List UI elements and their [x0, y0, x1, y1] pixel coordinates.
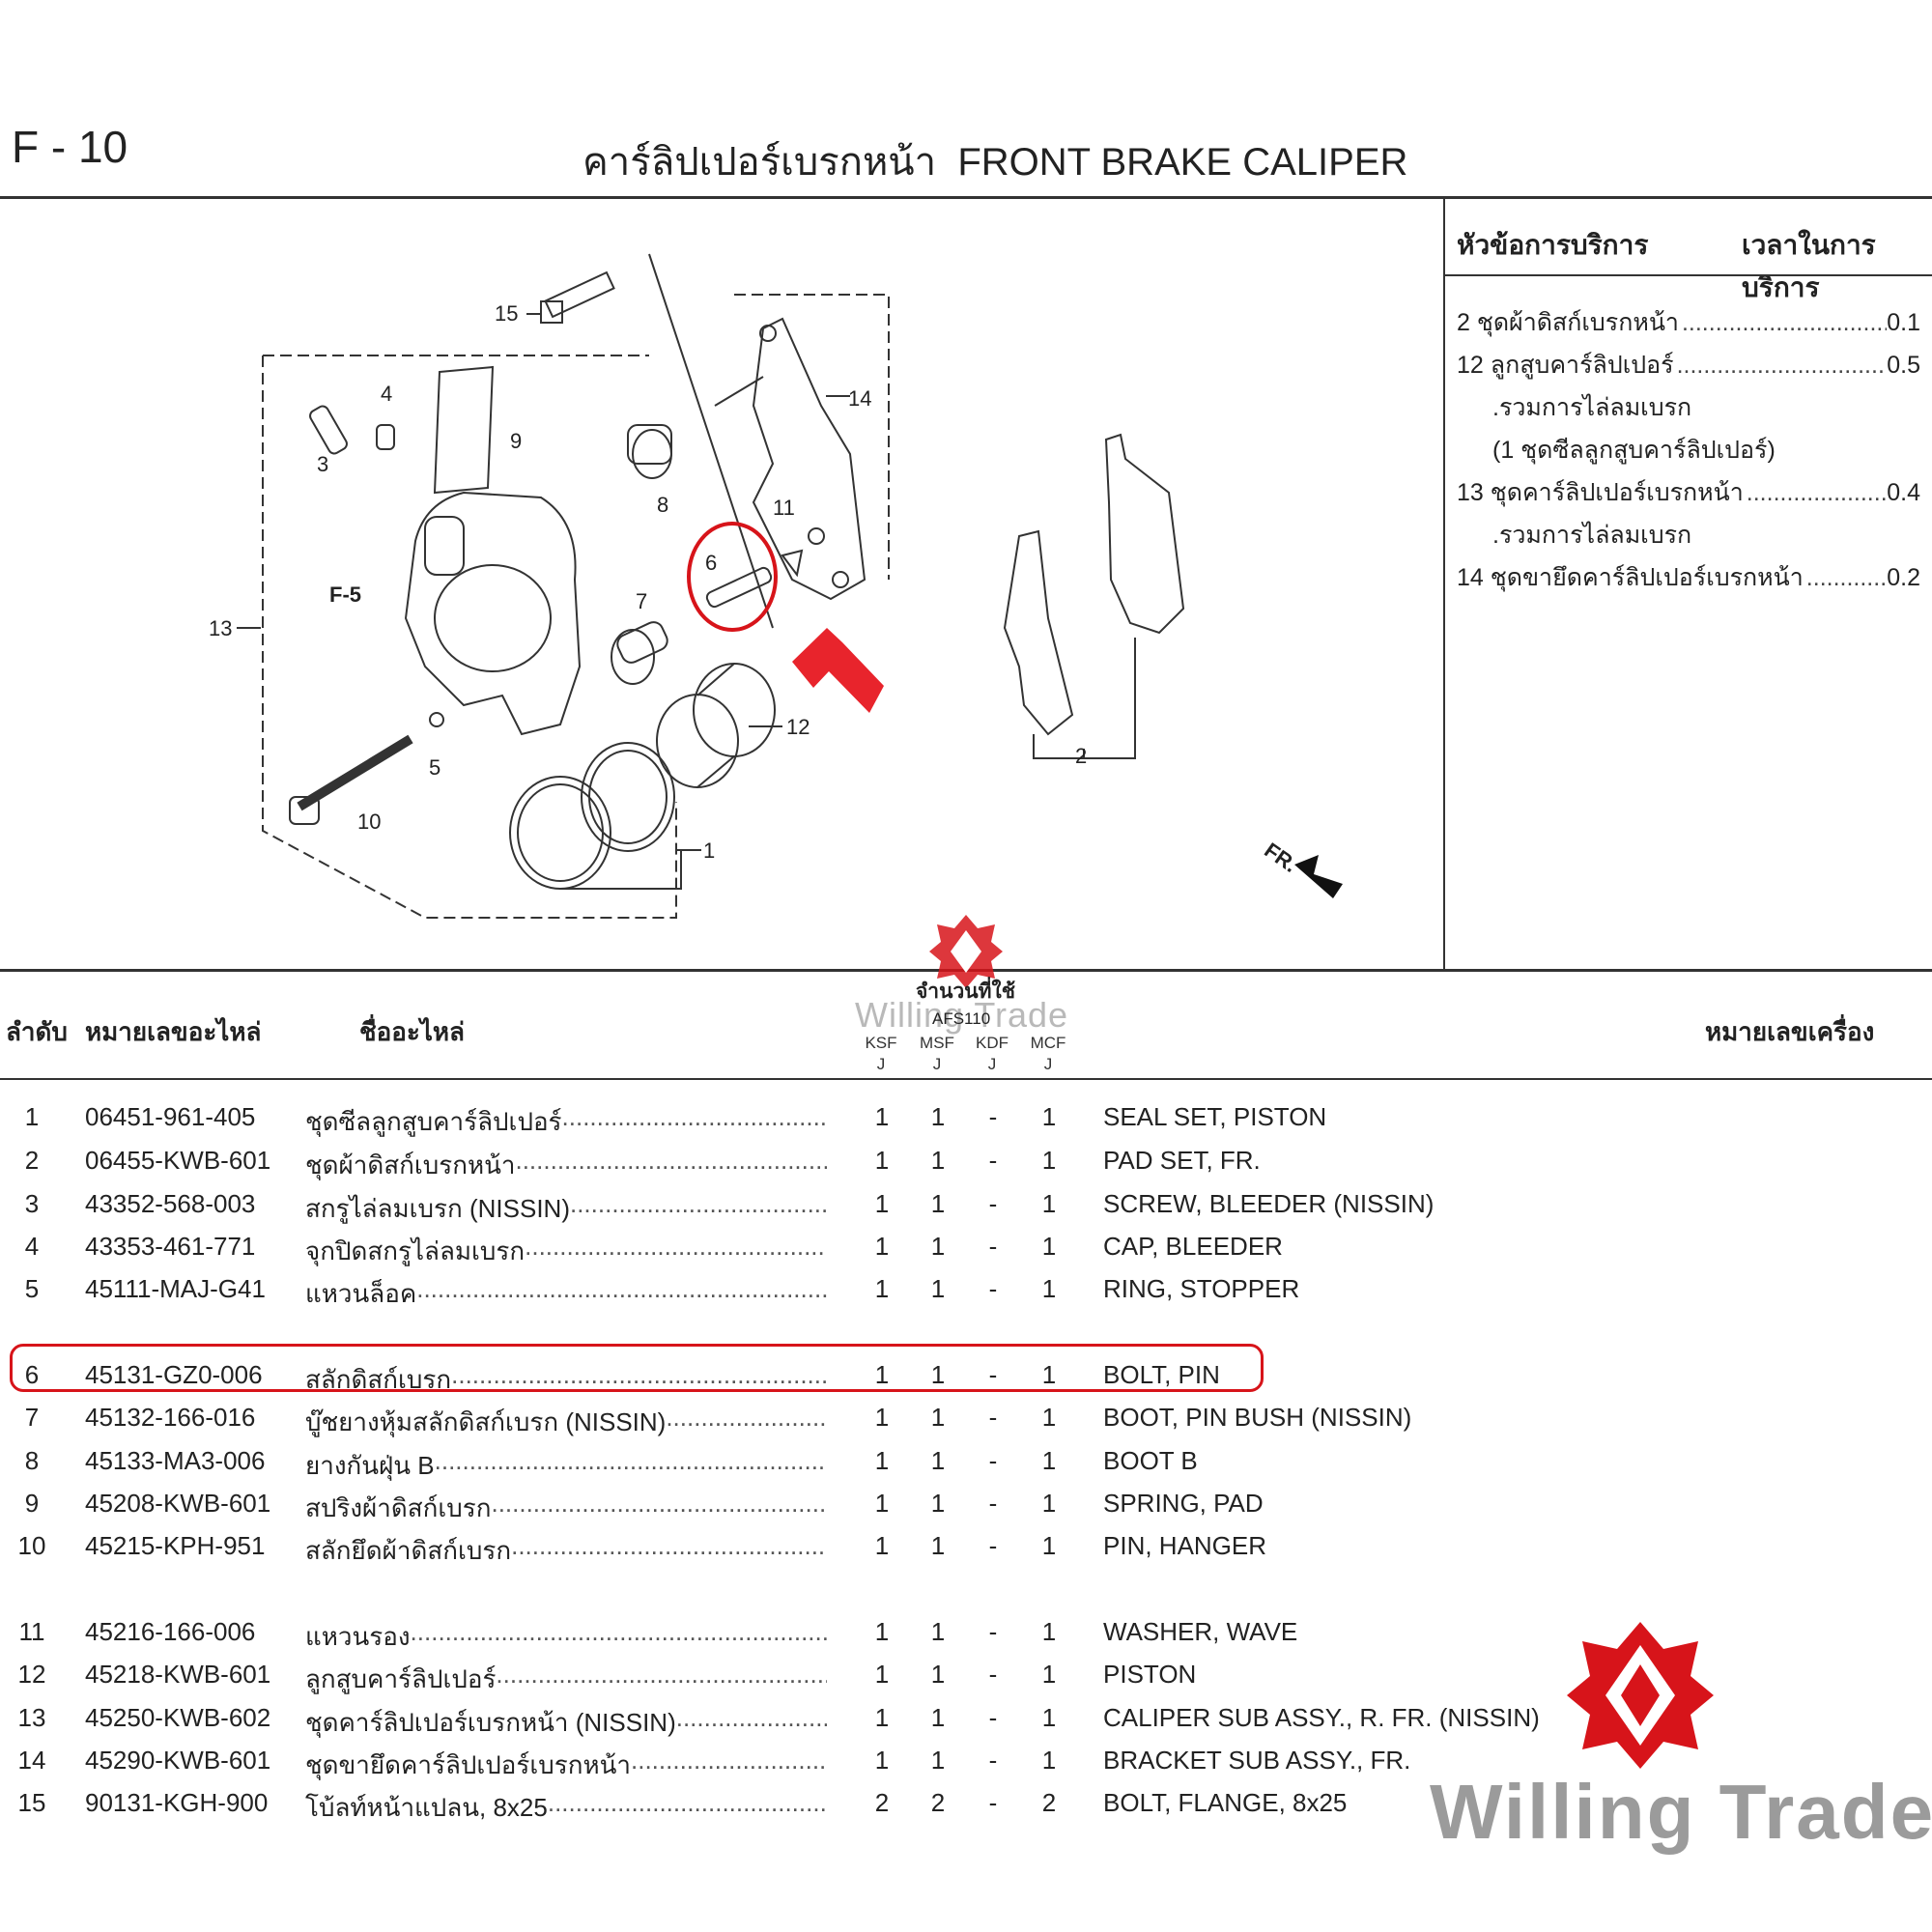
qty-col-msf-sub: J [932, 1055, 942, 1073]
callout-12: 12 [786, 715, 810, 739]
callout-10: 10 [357, 810, 382, 834]
qty-col-ksf-sub: J [876, 1055, 886, 1073]
callout-7: 7 [636, 589, 648, 613]
page-title: คาร์ลิปเปอร์เบรกหน้า FRONT BRAKE CALIPER [582, 130, 1407, 192]
service-note: (1 ชุดซีลลูกสูบคาร์ลิปเปอร์) [1492, 437, 1776, 464]
service-note: .รวมการไล่ลมเบรก [1492, 522, 1692, 549]
highlight-row-frame [10, 1344, 1264, 1392]
callout-8: 8 [657, 493, 669, 517]
service-heading-rule [1445, 274, 1932, 276]
exploded-diagram [237, 253, 1343, 919]
callout-11: 11 [773, 496, 795, 520]
service-time-heading: เวลาในการบริการ [1742, 230, 1876, 302]
reference-f5: F-5 [329, 582, 361, 607]
callout-15: 15 [495, 301, 519, 326]
highlight-circle [687, 522, 778, 632]
qty-col-ksf: KSF [865, 1034, 897, 1052]
service-line: 2 ชุดผ้าดิสก์เบรกหน้า...................… [1457, 309, 1920, 336]
watermark-text-large: Willing Trade [1430, 1769, 1932, 1855]
page-title-thai: คาร์ลิปเปอร์เบรกหน้า [582, 141, 937, 184]
watermark-logo-large-icon [1567, 1622, 1714, 1769]
brake-pad-right-shape [1104, 433, 1185, 635]
watermark-logo-small-icon [929, 915, 1003, 988]
qty-col-msf: MSF [920, 1034, 954, 1052]
col-head-no: ลำดับ [6, 1017, 68, 1046]
service-item-heading: หัวข้อการบริการ [1457, 230, 1649, 260]
caliper-body-shape [404, 491, 582, 736]
callout-13: 13 [209, 616, 233, 640]
service-line: 13 ชุดคาร์ลิปเปอร์เบรกหน้า..............… [1457, 479, 1920, 506]
page-title-english: FRONT BRAKE CALIPER [957, 141, 1408, 184]
callout-4: 4 [381, 382, 393, 406]
qty-col-mcf-sub: J [1043, 1055, 1053, 1073]
bracket-shape [752, 317, 867, 601]
col-head-part-no: หมายเลขอะไหล่ [85, 1017, 262, 1046]
pad-spring-shape [433, 365, 495, 495]
page-code: F - 10 [12, 122, 128, 172]
service-note: .รวมการไล่ลมเบรก [1492, 394, 1692, 421]
callout-9: 9 [510, 429, 523, 453]
watermark-text-small: Willing Trade [855, 995, 1069, 1035]
callout-6: 6 [705, 551, 718, 575]
col-head-qty: จำนวนที่ใช้ [916, 980, 1015, 1003]
service-line: 14 ชุดขายึดคาร์ลิปเปอร์เบรกหน้า.........… [1457, 564, 1920, 591]
callout-14: 14 [848, 386, 872, 411]
highlight-arrow [792, 628, 884, 713]
callout-2: 2 [1075, 744, 1088, 768]
service-line: 12 ลูกสูบคาร์ลิปเปอร์...................… [1457, 352, 1920, 379]
col-head-name: ชื่ออะไหล่ [359, 1017, 465, 1046]
header-rule [0, 196, 1932, 199]
forward-arrow-icon [1294, 855, 1343, 898]
qty-col-kdf: KDF [976, 1034, 1009, 1052]
callout-5: 5 [429, 755, 441, 780]
qty-col-mcf: MCF [1030, 1034, 1066, 1052]
col-head-serial: หมายเลขเครื่อง [1705, 1017, 1875, 1046]
panel-divider [1443, 198, 1445, 971]
qty-col-kdf-sub: J [987, 1055, 997, 1073]
table-header-rule [0, 1078, 1932, 1080]
callout-3: 3 [317, 452, 329, 476]
callout-1: 1 [703, 838, 716, 863]
col-head-model: AFS110 [932, 1009, 991, 1028]
brake-pad-left-shape [1003, 529, 1074, 736]
